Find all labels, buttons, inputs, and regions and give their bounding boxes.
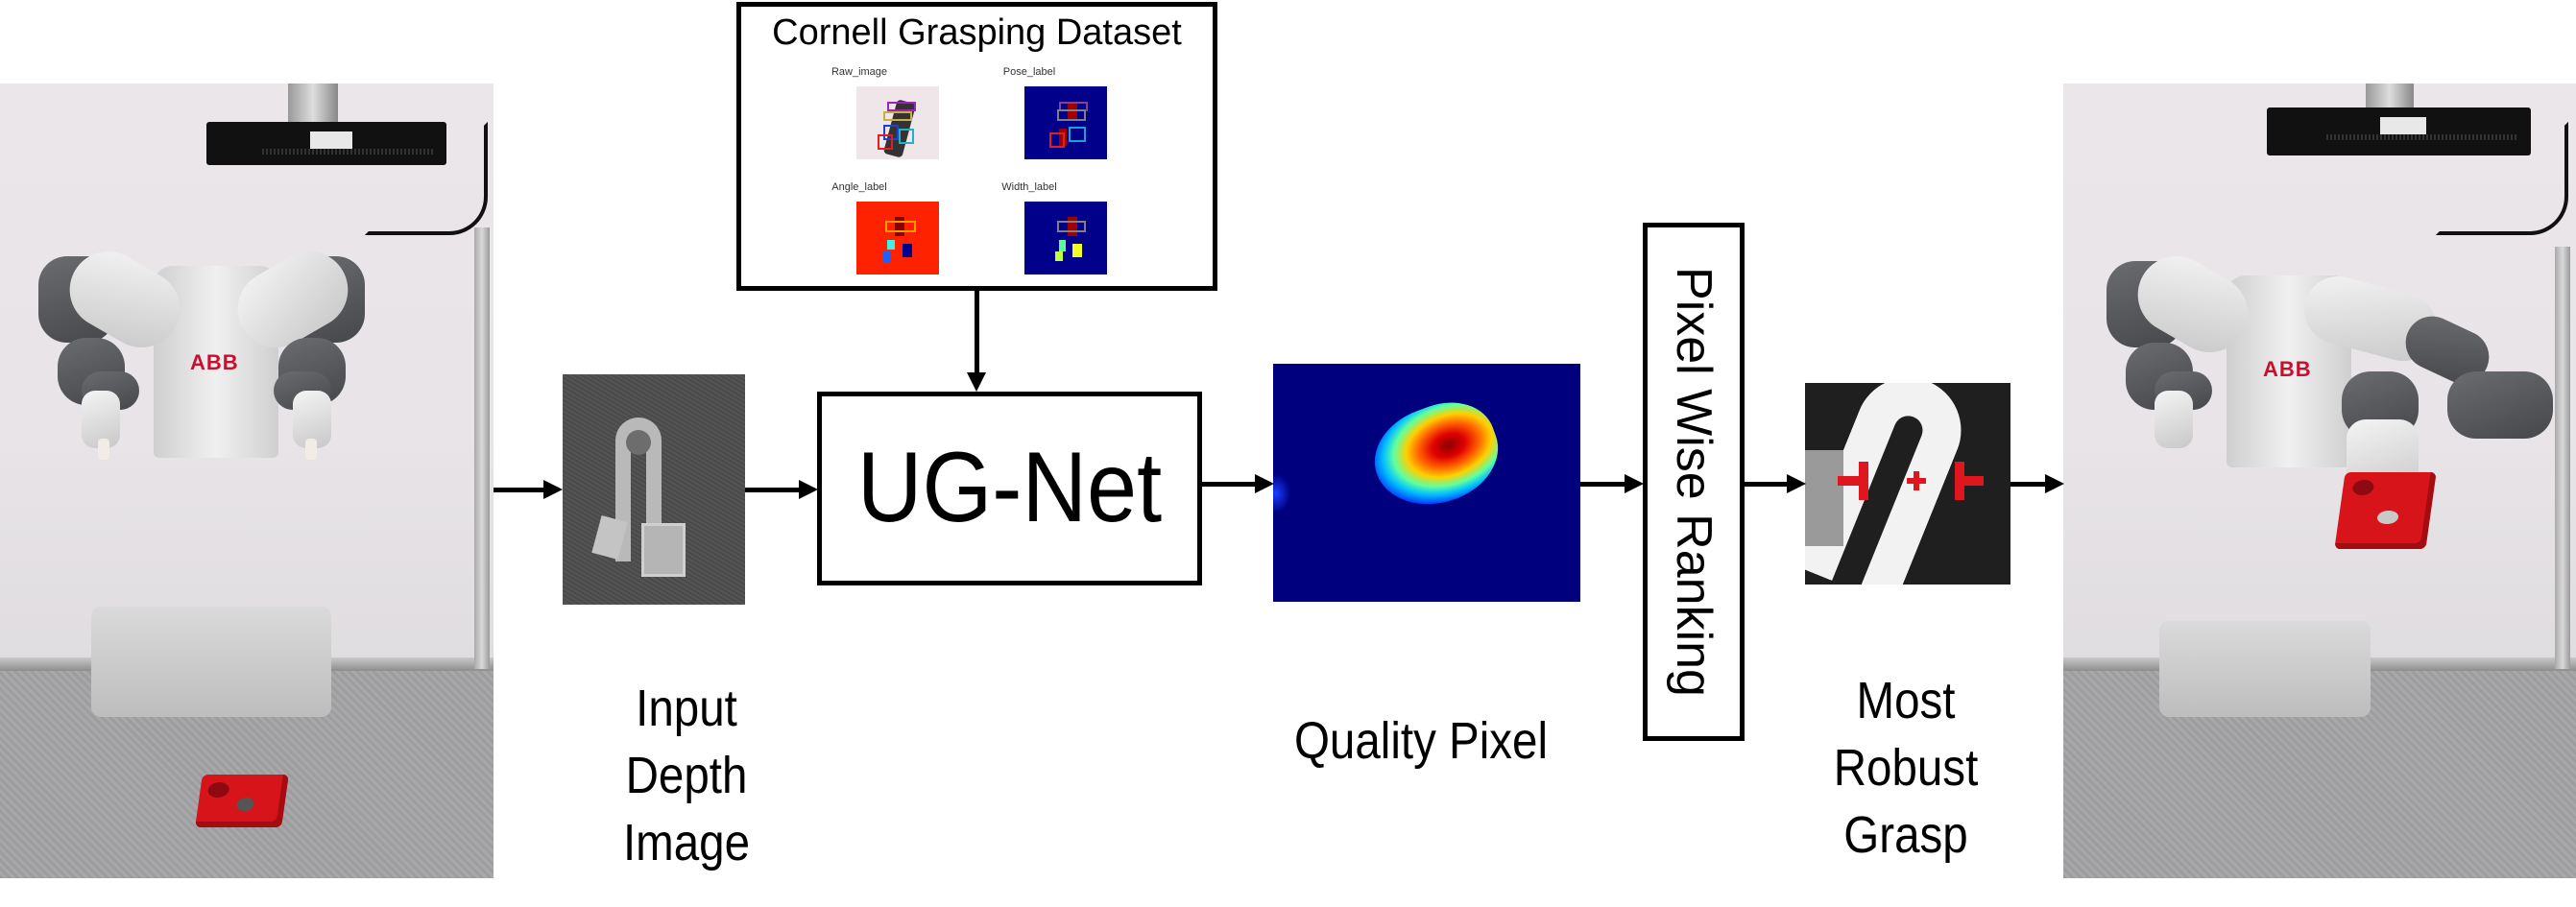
thumb-width-label-title: Width_label <box>1001 181 1057 193</box>
thumb-pose-label <box>1024 86 1107 159</box>
grasp-jaw-left-stem <box>1838 476 1863 486</box>
heatmap-hotspot <box>1360 388 1512 522</box>
thumb-pose-label-title: Pose_label <box>1002 66 1056 78</box>
caption-line: Depth <box>625 747 748 804</box>
thumb-angle-label <box>856 202 939 274</box>
grasp-jaw-right-icon <box>1955 462 1964 500</box>
caption-line: Input <box>636 680 737 737</box>
ug-net-label: UG-Net <box>856 432 1163 543</box>
robot-left-gripper <box>2155 391 2193 448</box>
ug-net-box: UG-Net <box>817 392 1202 585</box>
input-depth-image <box>563 374 745 605</box>
arrowhead-heatmap-to-ranking <box>1625 474 1644 493</box>
arrow-heatmap-to-ranking <box>1580 482 1626 487</box>
grasp-jaw-right-stem <box>1962 476 1984 486</box>
depth-camera <box>2267 107 2531 155</box>
arrow-grasp-to-execution <box>2010 482 2047 487</box>
right-finger <box>305 439 317 460</box>
caption-line: Robust <box>1833 739 1979 797</box>
abb-logo: ABB <box>190 350 239 374</box>
robot-base <box>91 607 331 717</box>
depth-camera <box>206 122 446 165</box>
camera-mount <box>288 84 338 122</box>
red-target-object-grasped <box>2334 472 2437 549</box>
frame-post <box>474 227 490 669</box>
cornell-dataset-box: Cornell Grasping Dataset Raw_image Pose_… <box>736 2 1217 291</box>
arrowhead-depth-to-ugnet <box>799 480 818 499</box>
depth-object-leg-right <box>641 523 686 577</box>
dataset-title: Cornell Grasping Dataset <box>772 12 1182 53</box>
pixel-wise-ranking-box: Pixel Wise Ranking <box>1643 223 1745 741</box>
red-target-object <box>195 775 289 827</box>
robot-scene-after-photo: ABB <box>2063 84 2576 878</box>
most-robust-grasp-image <box>1805 383 2010 585</box>
abb-logo: ABB <box>2263 357 2312 381</box>
arrow-ugnet-to-heatmap <box>1197 482 1257 487</box>
caption-quality-pixel: Quality Pixel <box>1293 712 1549 770</box>
camera-cable <box>365 122 488 235</box>
frame-post <box>2555 247 2570 669</box>
caption-line: Image <box>622 814 751 871</box>
arrowhead-scene-to-depth <box>543 480 563 499</box>
caption-input-depth-image: Input Depth Image <box>590 675 783 876</box>
camera-cable <box>2436 122 2568 235</box>
thumb-width-label <box>1024 202 1107 274</box>
caption-line: Grasp <box>1843 806 1968 864</box>
robot-right-elbow <box>2447 371 2553 439</box>
pixel-wise-ranking-label: Pixel Wise Ranking <box>1666 267 1721 697</box>
arrowhead-dataset-to-ugnet <box>967 372 986 392</box>
arrowhead-ranking-to-grasp <box>1787 474 1806 493</box>
arrow-dataset-to-ugnet <box>975 291 979 372</box>
thumb-raw-image-label: Raw_image <box>831 66 888 78</box>
quality-pixel-heatmap <box>1273 364 1580 602</box>
arrow-ranking-to-grasp <box>1745 482 1789 487</box>
arrowhead-ugnet-to-heatmap <box>1255 474 1274 493</box>
caption-line: Most <box>1856 672 1956 729</box>
grasp-center-icon <box>1907 471 1926 490</box>
caption-most-robust-grasp: Most Robust Grasp <box>1809 667 2003 869</box>
depth-object-hole <box>626 430 651 455</box>
robot-scene-before-photo: ABB <box>0 84 494 878</box>
grasp-object-side <box>1805 450 1843 546</box>
grasp-jaw-left-icon <box>1859 462 1868 500</box>
thumb-angle-label-title: Angle_label <box>831 181 887 193</box>
thumb-raw-image <box>856 86 939 159</box>
camera-mount <box>2366 84 2414 107</box>
left-finger <box>98 439 109 460</box>
robot-base <box>2159 621 2371 717</box>
arrow-scene-to-depth <box>494 488 545 492</box>
arrowhead-grasp-to-execution <box>2045 474 2064 493</box>
arrow-depth-to-ugnet <box>745 488 801 492</box>
